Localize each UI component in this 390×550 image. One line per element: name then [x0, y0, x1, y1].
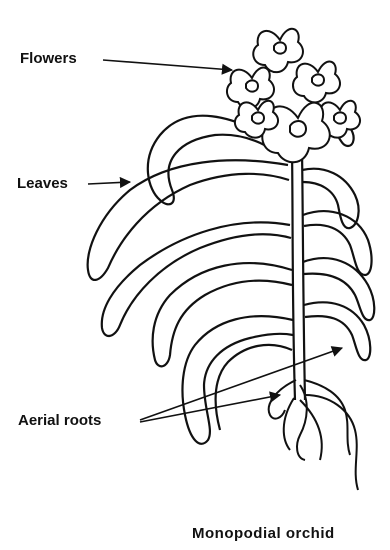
- root: [297, 385, 307, 460]
- aerial-roots-label: Aerial roots: [18, 412, 101, 429]
- root: [284, 398, 294, 450]
- flower: [293, 62, 340, 103]
- root: [269, 380, 296, 419]
- flowers-pointer: [103, 60, 232, 70]
- aerial-roots-pointer-lower: [140, 395, 280, 422]
- leaves-right: [302, 116, 374, 361]
- root: [304, 380, 350, 455]
- leaves-label: Leaves: [17, 175, 68, 192]
- leaves-pointer: [88, 182, 130, 184]
- leaf: [303, 258, 374, 320]
- flower: [253, 29, 303, 72]
- leaves-left: [88, 116, 293, 444]
- leaf: [182, 316, 293, 444]
- aerial-roots: [269, 380, 358, 490]
- flowers-label: Flowers: [20, 50, 77, 67]
- flower-cluster: [227, 29, 360, 162]
- figure-caption: Monopodial orchid: [192, 525, 335, 542]
- leaf: [88, 160, 289, 280]
- leaf: [102, 222, 291, 336]
- root: [305, 395, 358, 490]
- leaf: [303, 211, 372, 275]
